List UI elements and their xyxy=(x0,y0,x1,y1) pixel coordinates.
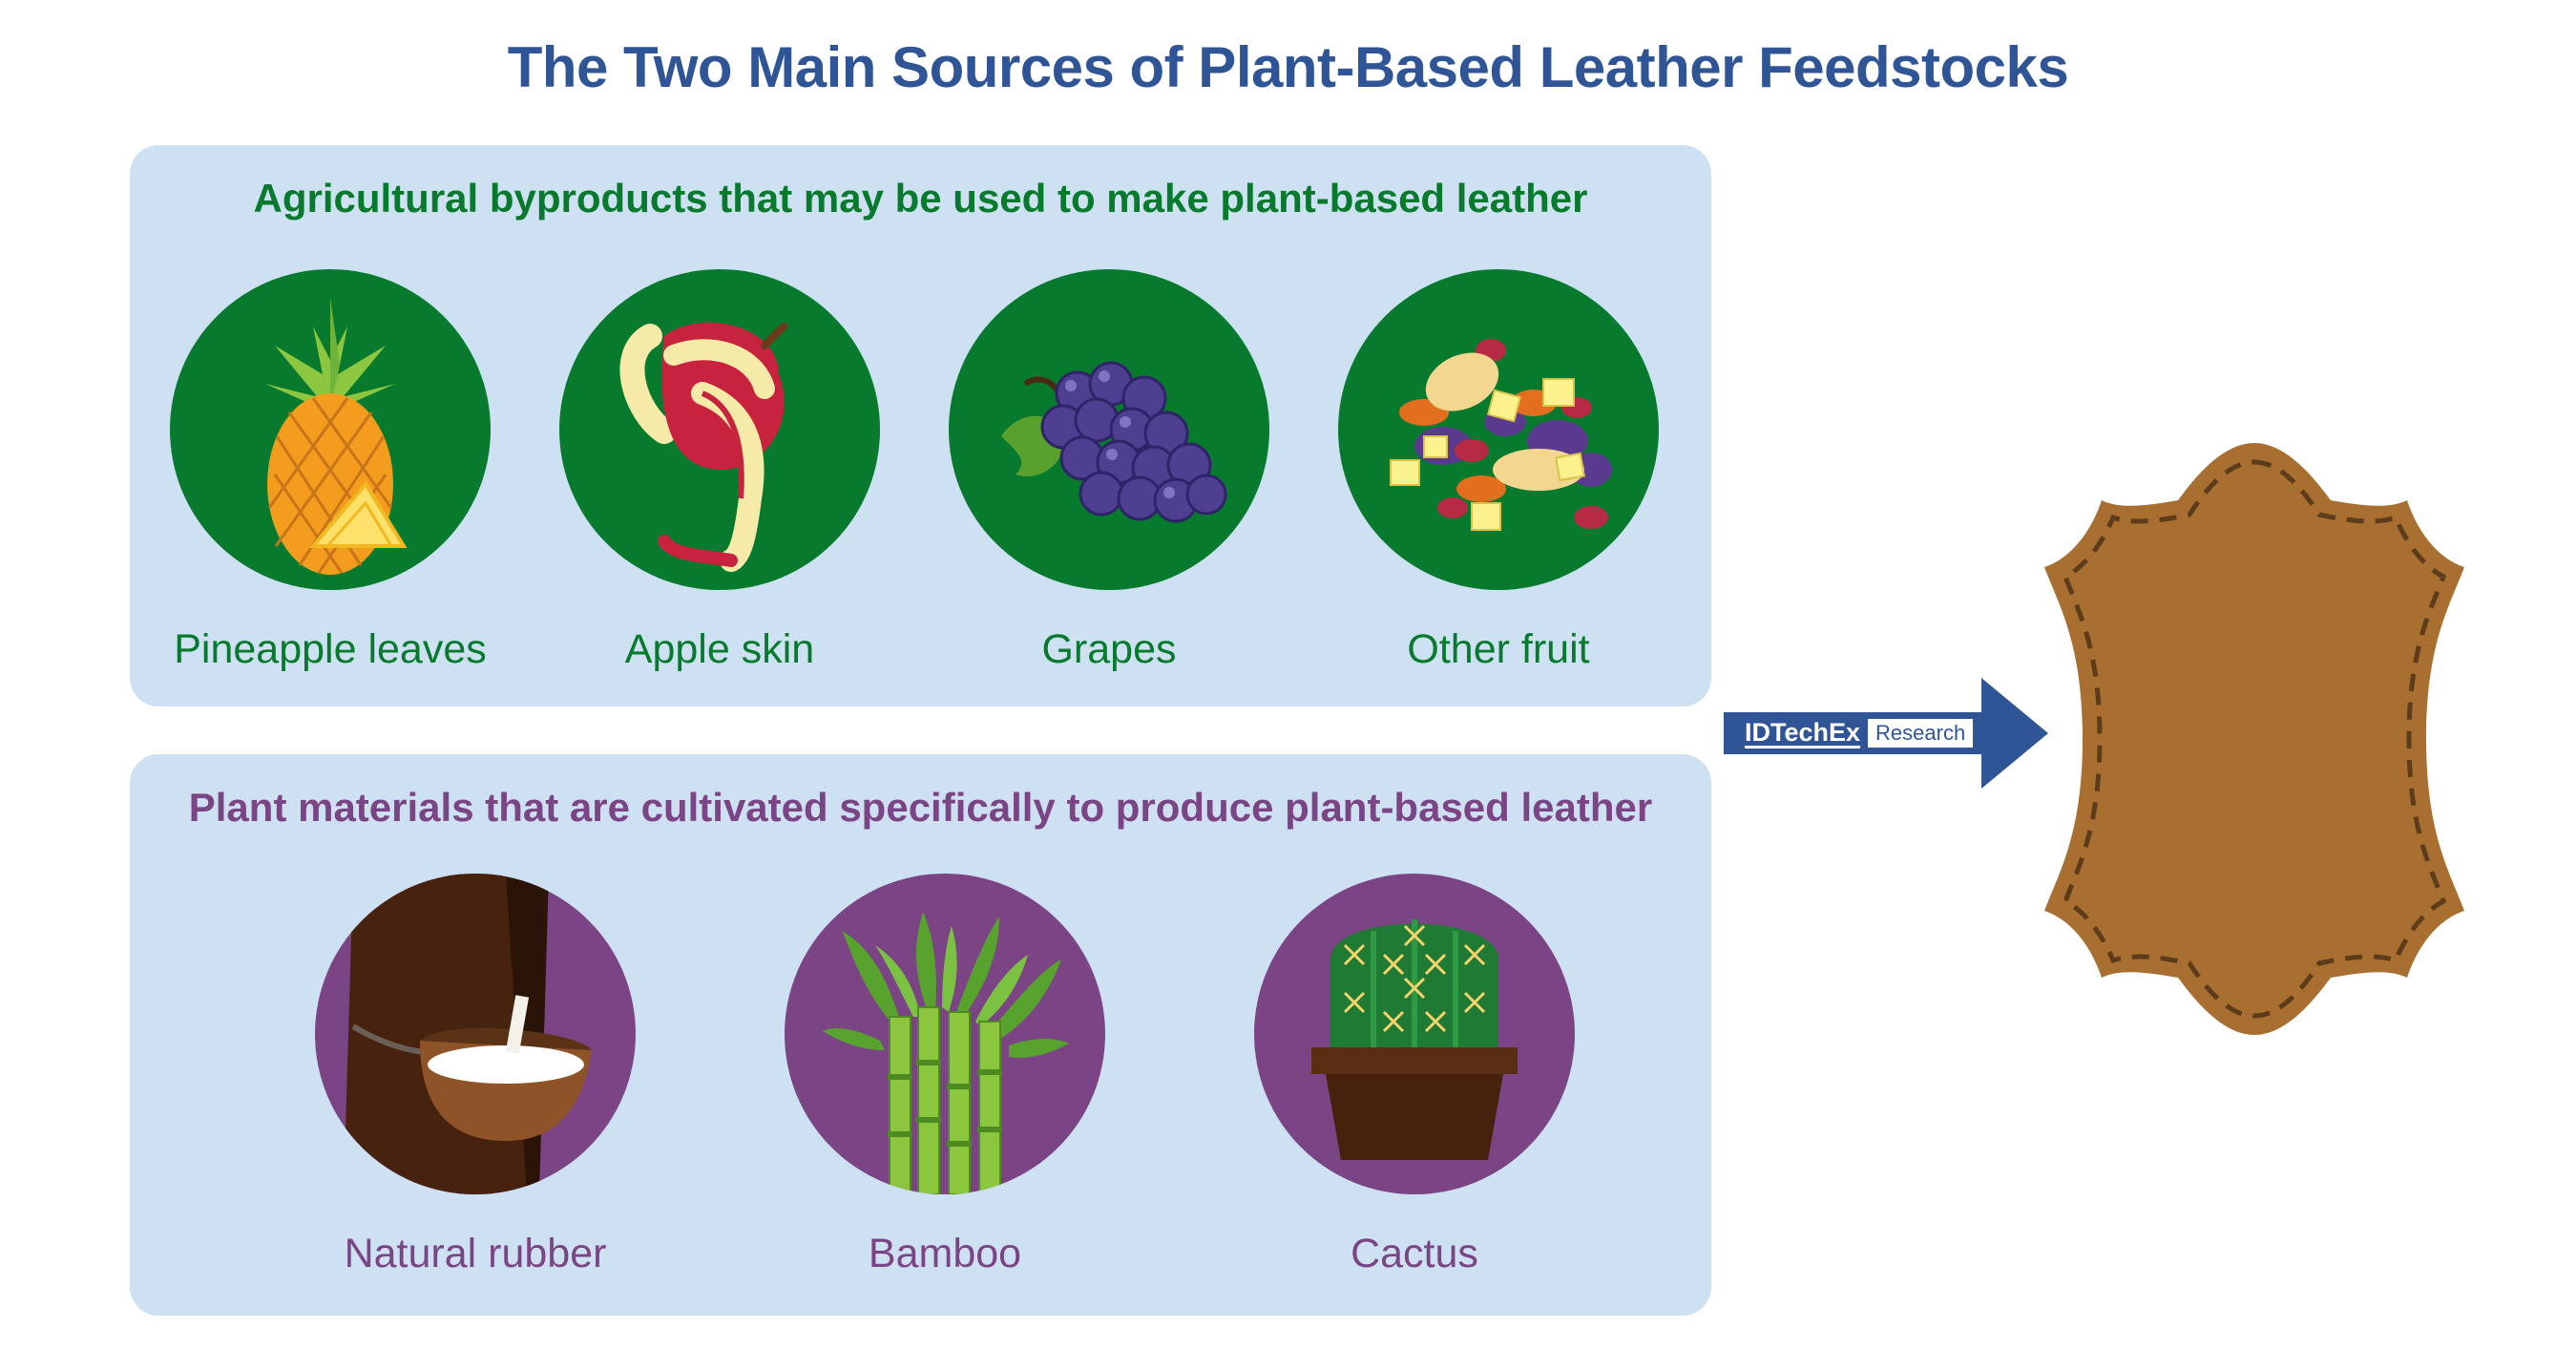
brand-tag: Research xyxy=(1868,719,1974,748)
cultivated-materials-panel: Plant materials that are cultivated spec… xyxy=(130,754,1711,1316)
agricultural-byproducts-panel: Agricultural byproducts that may be used… xyxy=(130,145,1711,707)
mixed-fruit-icon xyxy=(1338,269,1659,590)
item-grapes: Grapes xyxy=(918,269,1300,673)
brand-name: IDTechEx xyxy=(1745,717,1861,749)
bamboo-icon xyxy=(785,874,1105,1194)
item-label: Cactus xyxy=(1351,1231,1478,1276)
item-pineapple-leaves: Pineapple leaves xyxy=(139,269,521,673)
item-cactus: Cactus xyxy=(1224,874,1605,1277)
pineapple-icon xyxy=(170,269,491,590)
cultivated-heading: Plant materials that are cultivated spec… xyxy=(188,785,1653,830)
item-label: Natural rubber xyxy=(344,1231,607,1276)
agricultural-heading: Agricultural byproducts that may be used… xyxy=(253,176,1588,221)
page-title: The Two Main Sources of Plant-Based Leat… xyxy=(507,35,2069,99)
leather-hide-icon xyxy=(2016,433,2493,1049)
item-apple-skin: Apple skin xyxy=(529,269,911,673)
apple-skin-icon xyxy=(559,269,880,590)
cactus-icon xyxy=(1254,874,1575,1194)
brand-logo: IDTechEx Research xyxy=(1745,716,1974,750)
item-label: Grapes xyxy=(1041,626,1177,672)
item-label: Bamboo xyxy=(868,1231,1022,1276)
item-label: Pineapple leaves xyxy=(174,626,487,672)
item-label: Apple skin xyxy=(624,626,815,672)
rubber-tap-icon xyxy=(315,874,636,1194)
item-other-fruit: Other fruit xyxy=(1308,269,1689,673)
item-label: Other fruit xyxy=(1407,626,1590,672)
item-natural-rubber: Natural rubber xyxy=(284,874,666,1277)
grapes-icon xyxy=(949,269,1269,590)
item-bamboo: Bamboo xyxy=(754,874,1136,1277)
